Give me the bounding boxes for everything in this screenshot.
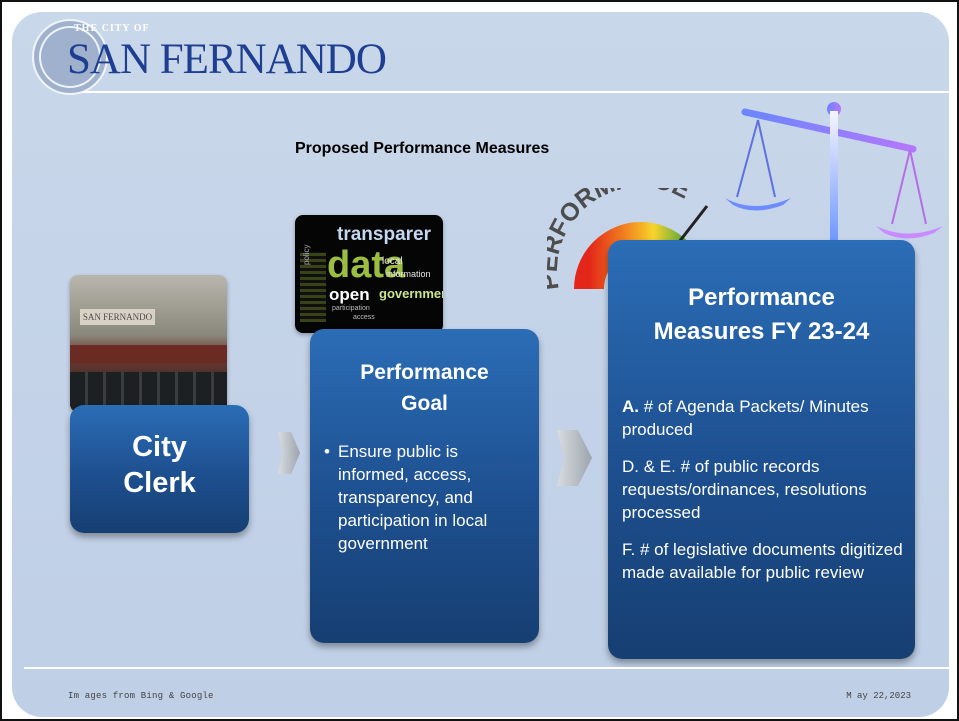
performance-measures-card: Performance Measures FY 23-24 A. # of Ag… xyxy=(608,240,915,659)
measure-a: A. # of Agenda Packets/ Minutes produced xyxy=(622,395,907,441)
right-arrow-icon xyxy=(278,432,300,474)
measure-a-prefix: A. xyxy=(622,397,639,416)
performance-goal-title-line-1: Performance xyxy=(360,361,489,384)
footer-date: M ay 22,2023 xyxy=(846,691,911,701)
word-cloud-word-6: governmen xyxy=(379,286,443,301)
performance-measures-title-line-1: Performance xyxy=(688,284,835,311)
performance-goal-title-line-2: Goal xyxy=(401,392,448,415)
measure-a-text: # of Agenda Packets/ Minutes produced xyxy=(622,397,869,439)
word-cloud-bars xyxy=(300,252,326,322)
transparency-word-cloud: transparer data local information open g… xyxy=(295,215,443,333)
word-cloud-word-8: access xyxy=(353,314,375,321)
word-cloud-word-4: information xyxy=(386,269,431,279)
city-clerk-card: City Clerk xyxy=(70,405,249,533)
slide: THE CITY OF SAN FERNANDO Proposed Perfor… xyxy=(12,12,949,717)
measure-f: F. # of legislative documents digitized … xyxy=(622,540,903,582)
word-cloud-word-7: participation xyxy=(332,305,370,312)
measure-d-e: D. & E. # of public records requests/ord… xyxy=(622,457,867,522)
top-divider xyxy=(83,91,949,93)
brand-large-text: SAN FERNANDO xyxy=(67,36,387,83)
city-seal-icon xyxy=(32,19,108,95)
right-arrow-icon xyxy=(557,430,592,486)
performance-measures-title-line-2: Measures FY 23-24 xyxy=(653,318,870,345)
council-chamber-photo: SAN FERNANDO xyxy=(70,275,227,412)
city-clerk-line-2: Clerk xyxy=(123,467,196,499)
chamber-sign: SAN FERNANDO xyxy=(80,309,155,325)
performance-measures-title: Performance Measures FY 23-24 xyxy=(608,281,915,349)
word-cloud-word-5: open xyxy=(329,285,370,304)
performance-goal-title: Performance Goal xyxy=(310,357,539,419)
bottom-divider xyxy=(24,667,949,669)
word-cloud-word-2: data xyxy=(327,244,406,286)
performance-goal-card: Performance Goal Ensure public is inform… xyxy=(310,329,539,643)
slide-title: Proposed Performance Measures xyxy=(295,140,550,157)
word-cloud-word-3: local xyxy=(382,256,403,267)
brand-small-text: THE CITY OF xyxy=(74,23,150,34)
chamber-desk xyxy=(70,345,227,363)
footer-credit: Im ages from Bing & Google xyxy=(68,691,214,701)
word-cloud-word-9: policy xyxy=(302,244,311,265)
city-clerk-line-1: City xyxy=(132,431,187,463)
word-cloud-word-1: transparer xyxy=(337,224,431,245)
performance-goal-bullet: Ensure public is informed, access, trans… xyxy=(324,440,518,555)
